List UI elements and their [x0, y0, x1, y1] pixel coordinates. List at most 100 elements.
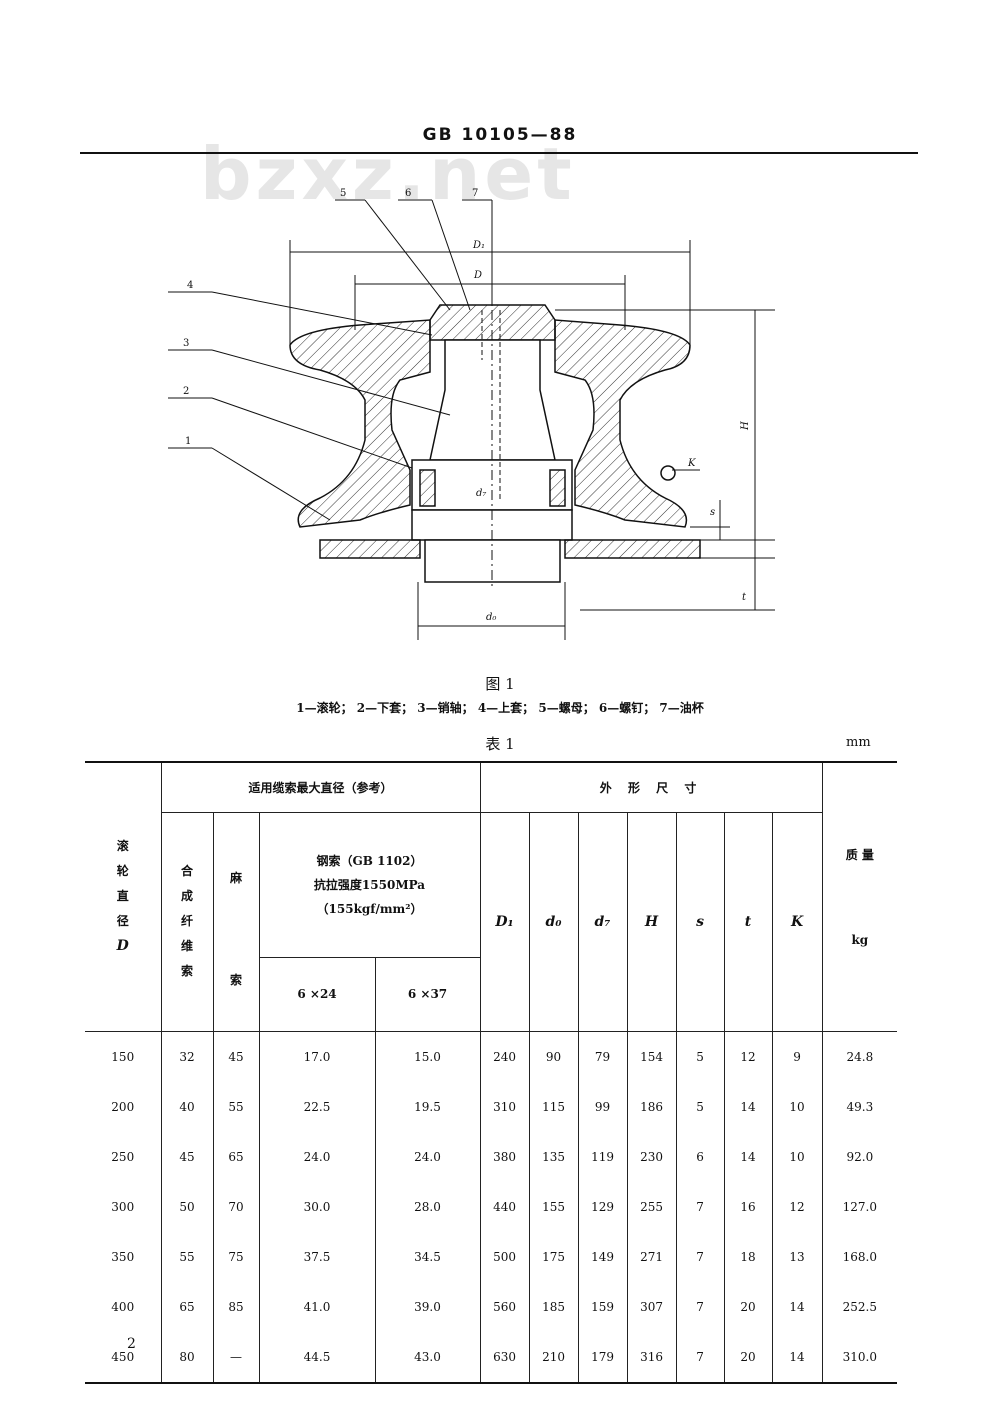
table-cell: 12	[723, 1031, 773, 1082]
table-cell: 155	[528, 1181, 579, 1232]
table-cell: 30.0	[258, 1181, 376, 1232]
table-cell: 316	[626, 1331, 677, 1384]
label-part-3: 3	[183, 338, 189, 349]
table-cell: 45	[160, 1131, 214, 1182]
roller-right	[554, 319, 691, 528]
header-outline-dims: 外 形 尺 寸	[479, 761, 823, 813]
table-cell: 14	[771, 1281, 823, 1332]
table-cell: 400	[85, 1281, 162, 1332]
table-cell: 41.0	[258, 1281, 376, 1332]
dim-K: K	[687, 458, 696, 469]
table-cell: 24.8	[821, 1031, 898, 1082]
table-cell: 79	[577, 1031, 628, 1082]
technical-drawing: 4 3 2 1 5 6 7 D₁ D H K d₇ s t d₀	[168, 188, 775, 640]
table-cell: 310	[479, 1081, 530, 1132]
header-roller-diameter: 滚轮直径 D	[85, 761, 162, 1032]
table-cell: 310.0	[821, 1331, 898, 1384]
table-cell: 5	[675, 1081, 725, 1132]
table-cell: 200	[85, 1081, 162, 1132]
table-cell: 18	[723, 1231, 773, 1282]
table-cell: 90	[528, 1031, 579, 1082]
table-cell: 185	[528, 1281, 579, 1332]
page-number: 2	[127, 1336, 136, 1352]
header-synthetic: 合成纤维索	[160, 811, 214, 1032]
header-D1: D₁	[479, 811, 530, 1032]
table-cell: 80	[160, 1331, 214, 1384]
table-cell: 149	[577, 1231, 628, 1282]
table-cell: 7	[675, 1181, 725, 1232]
table-cell: 135	[528, 1131, 579, 1182]
table-cell: 179	[577, 1331, 628, 1384]
table-cell: 127.0	[821, 1181, 898, 1232]
figure-caption: 1—滚轮； 2—下套； 3—销轴； 4—上套； 5—螺母； 6—螺钉； 7—油杯	[296, 701, 704, 715]
table-cell: 7	[675, 1281, 725, 1332]
dimension-table: 滚轮直径 D 适用缆索最大直径（参考） 外 形 尺 寸 质 量 kg 合成纤维索…	[85, 761, 898, 1384]
table-cell: 65	[212, 1131, 260, 1182]
table-cell: 9	[771, 1031, 823, 1082]
dim-d0: d₀	[486, 612, 496, 623]
table-cell: 75	[212, 1231, 260, 1282]
table-cell: 45	[212, 1031, 260, 1082]
header-H: H	[626, 811, 677, 1032]
table-cell: 55	[212, 1081, 260, 1132]
table-cell: 32	[160, 1031, 214, 1082]
table-cell: 15.0	[374, 1031, 481, 1082]
table-cell: 210	[528, 1331, 579, 1384]
header-applicable-rope: 适用缆索最大直径（参考）	[160, 761, 481, 813]
table-cell: 99	[577, 1081, 628, 1132]
header-K: K	[771, 811, 823, 1032]
table-cell: 500	[479, 1231, 530, 1282]
header-t: t	[723, 811, 773, 1032]
table-unit: mm	[846, 735, 871, 750]
table-cell: 10	[771, 1081, 823, 1132]
header-mass: 质 量 kg	[821, 761, 898, 1032]
table-cell: 115	[528, 1081, 579, 1132]
table-cell: 14	[723, 1081, 773, 1132]
table-cell: 37.5	[258, 1231, 376, 1282]
table-cell: 16	[723, 1181, 773, 1232]
table-cell: 5	[675, 1031, 725, 1082]
table-cell: 70	[212, 1181, 260, 1232]
table-cell: 7	[675, 1231, 725, 1282]
table-cell: 129	[577, 1181, 628, 1232]
table-cell: 24.0	[374, 1131, 481, 1182]
table-cell: 230	[626, 1131, 677, 1182]
table-cell: 20	[723, 1331, 773, 1384]
table-cell: 85	[212, 1281, 260, 1332]
table-cell: 150	[85, 1031, 162, 1082]
table-cell: 300	[85, 1181, 162, 1232]
table-cell: 14	[771, 1331, 823, 1384]
dim-D1: D₁	[472, 240, 485, 251]
table-cell: 255	[626, 1181, 677, 1232]
header-d0: d₀	[528, 811, 579, 1032]
label-part-6: 6	[405, 188, 411, 199]
dim-t: t	[742, 592, 747, 603]
table-cell: 55	[160, 1231, 214, 1282]
table-cell: 44.5	[258, 1331, 376, 1384]
header-s: s	[675, 811, 725, 1032]
header-hemp: 麻索	[212, 811, 260, 1032]
table-cell: 440	[479, 1181, 530, 1232]
table-cell: 240	[479, 1031, 530, 1082]
table-cell: 14	[723, 1131, 773, 1182]
header-rule	[80, 152, 918, 154]
table-cell: 43.0	[374, 1331, 481, 1384]
table-cell: 6	[675, 1131, 725, 1182]
table-cell: 24.0	[258, 1131, 376, 1182]
table-cell: 49.3	[821, 1081, 898, 1132]
label-part-5: 5	[340, 188, 346, 199]
table-cell: 19.5	[374, 1081, 481, 1132]
table-cell: 630	[479, 1331, 530, 1384]
table-cell: 271	[626, 1231, 677, 1282]
table-cell: 40	[160, 1081, 214, 1132]
table-cell: 12	[771, 1181, 823, 1232]
table-title: 表 1	[485, 735, 515, 753]
table-cell: 560	[479, 1281, 530, 1332]
table-cell: 39.0	[374, 1281, 481, 1332]
table-cell: 50	[160, 1181, 214, 1232]
